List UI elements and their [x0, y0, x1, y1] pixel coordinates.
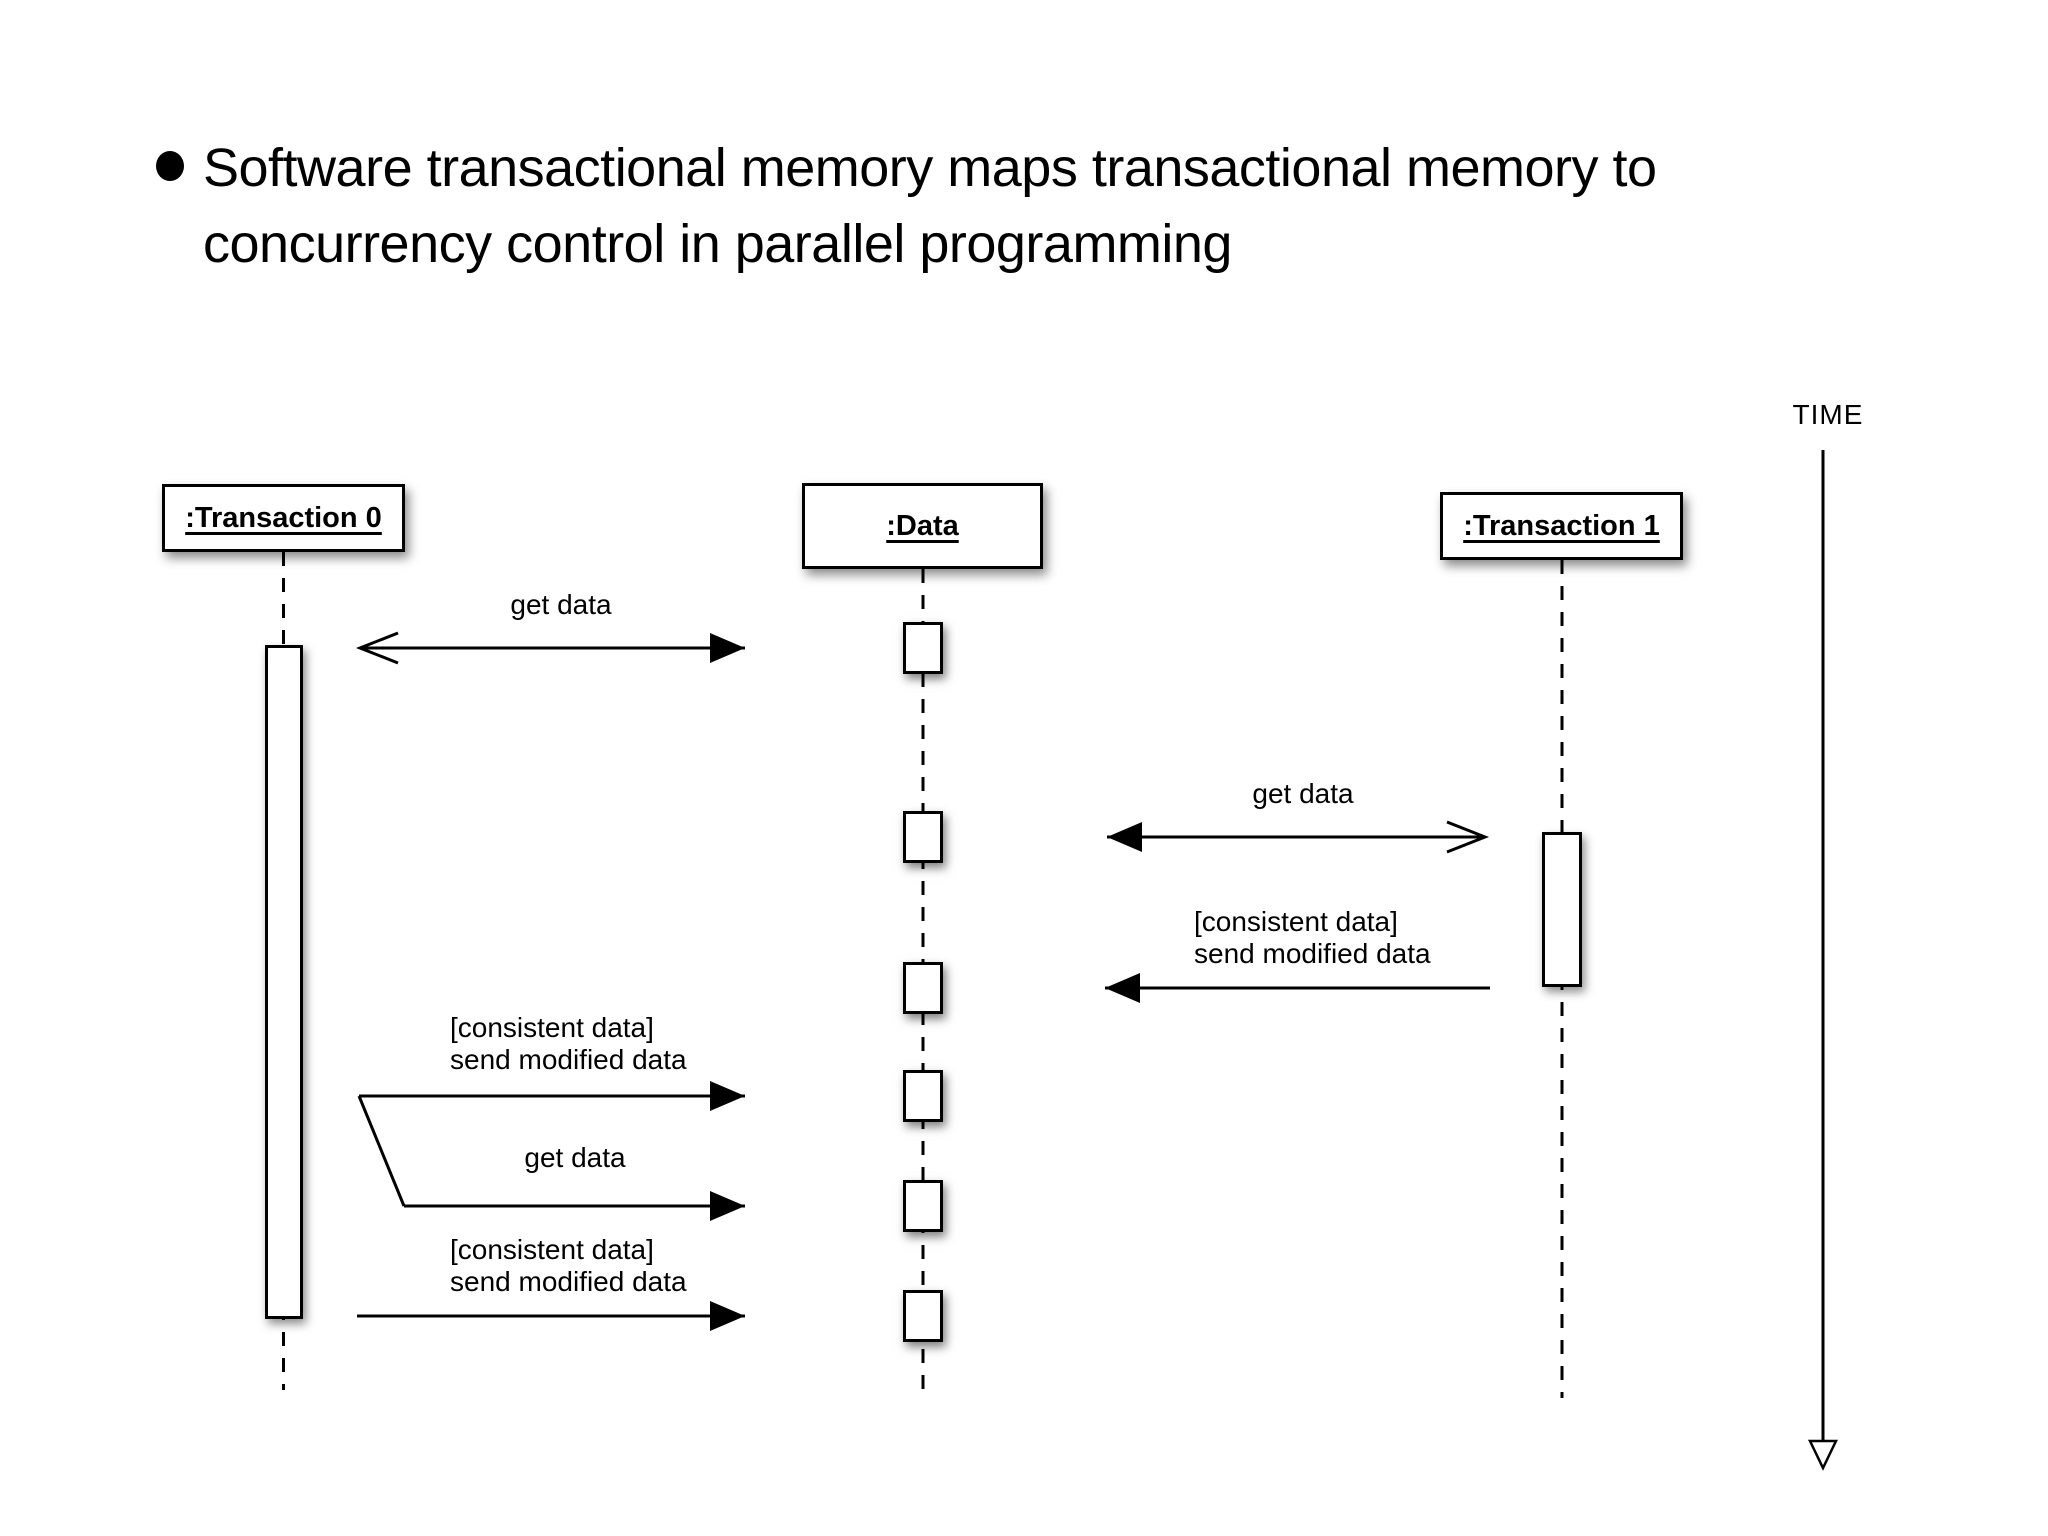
time-axis-arrow: [1808, 450, 1838, 1471]
lifeline-label-transaction0: :Transaction 0: [185, 501, 382, 534]
data-activation-box-3: [903, 962, 943, 1014]
activation-bar-transaction1: [1542, 832, 1582, 987]
message-arrow-get-data-2: [1107, 820, 1490, 854]
lifeline-label-transaction1: :Transaction 1: [1463, 509, 1660, 542]
message-text-send-modified-3: send modified data: [450, 1266, 687, 1297]
message-label-send-modified-1: [consistent data] send modified data: [1194, 906, 1431, 970]
activation-bar-transaction0: [265, 645, 303, 1319]
lifeline-label-data: :Data: [886, 509, 959, 542]
slide-title-line-1: Software transactional memory maps trans…: [203, 138, 1657, 198]
message-arrow-send-modified-1: [1105, 973, 1490, 1003]
data-activation-box-1: [903, 622, 943, 674]
data-activation-box-5: [903, 1180, 943, 1232]
lifeline-header-data: :Data: [802, 483, 1043, 569]
data-activation-box-2: [903, 811, 943, 863]
message-label-get-data-1: get data: [510, 589, 612, 620]
lifeline-header-transaction0: :Transaction 0: [162, 484, 405, 552]
message-label-send-modified-3: [consistent data] send modified data: [450, 1234, 687, 1298]
message-guard-send-modified-1: [consistent data]: [1194, 906, 1398, 937]
message-arrow-get-data-1: [355, 631, 745, 665]
slide-title-line-2: concurrency control in parallel programm…: [203, 214, 1232, 274]
data-activation-box-6: [903, 1290, 943, 1342]
data-activation-box-4: [903, 1070, 943, 1122]
message-label-get-data-2: get data: [1252, 778, 1354, 809]
message-arrow-get-data-3: [404, 1191, 745, 1221]
message-label-send-modified-2: [consistent data] send modified data: [450, 1012, 687, 1076]
bullet-marker: [156, 151, 184, 181]
message-label-get-data-3: get data: [524, 1142, 626, 1173]
message-arrow-send-modified-2: [359, 1081, 745, 1111]
time-axis-label: TIME: [1792, 399, 1864, 430]
message-arrow-send-modified-3: [357, 1301, 745, 1331]
lifeline-header-transaction1: :Transaction 1: [1440, 492, 1683, 560]
message-connector-diagonal: [357, 1095, 406, 1207]
message-text-send-modified-1: send modified data: [1194, 938, 1431, 969]
message-text-send-modified-2: send modified data: [450, 1044, 687, 1075]
slide-title: Software transactional memory maps trans…: [203, 130, 1903, 282]
message-guard-send-modified-2: [consistent data]: [450, 1012, 654, 1043]
message-guard-send-modified-3: [consistent data]: [450, 1234, 654, 1265]
